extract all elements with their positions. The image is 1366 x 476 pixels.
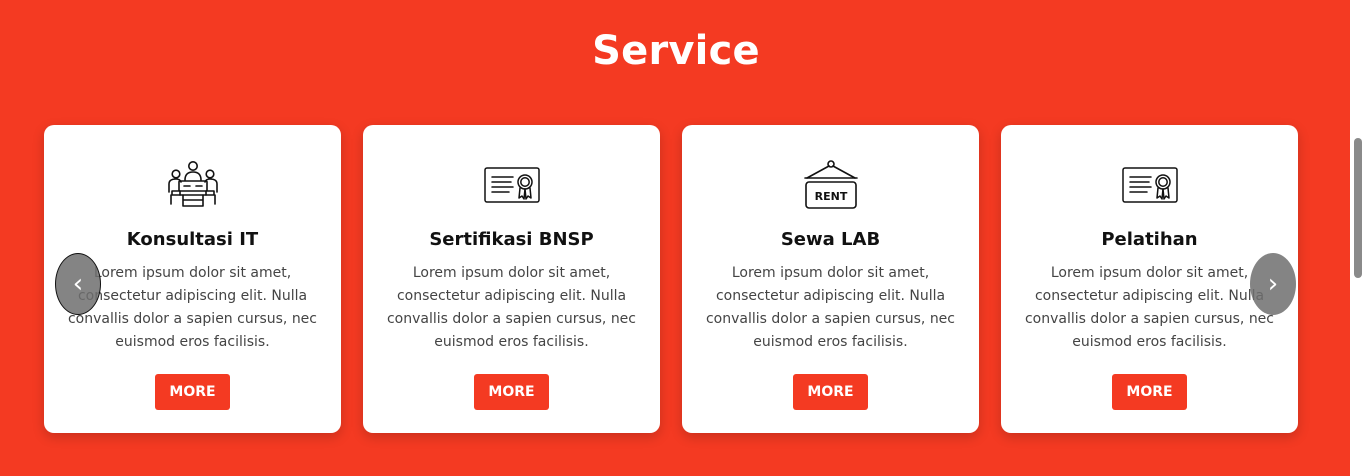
card-title: Sertifikasi BNSP — [429, 229, 594, 250]
certificate-icon — [363, 159, 660, 211]
chevron-left-icon: ‹ — [72, 269, 84, 299]
carousel-prev-button[interactable]: ‹ — [55, 253, 101, 315]
more-button-sewa-lab[interactable]: MORE — [793, 374, 868, 410]
more-button-konsultasi-it[interactable]: MORE — [155, 374, 230, 410]
card-description: Lorem ipsum dolor sit amet, consectetur … — [705, 265, 955, 350]
card-description: Lorem ipsum dolor sit amet, consectetur … — [67, 265, 317, 350]
chevron-right-icon: › — [1267, 269, 1279, 299]
card-title: Konsultasi IT — [126, 229, 259, 250]
page-scrollbar[interactable] — [1350, 0, 1366, 476]
meeting-table-icon — [44, 159, 341, 211]
more-button-pelatihan[interactable]: MORE — [1112, 374, 1187, 410]
card-description: Lorem ipsum dolor sit amet, consectetur … — [386, 265, 636, 350]
svg-text:RENT: RENT — [814, 190, 847, 203]
carousel-next-button[interactable]: › — [1250, 253, 1296, 315]
card-description: Lorem ipsum dolor sit amet, consectetur … — [1024, 265, 1274, 350]
more-button-sertifikasi-bnsp[interactable]: MORE — [474, 374, 549, 410]
card-title: Pelatihan — [1101, 229, 1198, 250]
card-title: Sewa LAB — [780, 229, 881, 250]
rent-sign-icon: RENT — [682, 159, 979, 211]
certificate-icon — [1001, 159, 1298, 211]
section-title: Service — [592, 28, 760, 74]
scrollbar-thumb[interactable] — [1354, 138, 1362, 278]
service-card-sewa-lab: RENT Sewa LAB Lorem ipsum dolor sit amet… — [682, 125, 979, 433]
service-card-pelatihan: Pelatihan Lorem ipsum dolor sit amet, co… — [1001, 125, 1298, 433]
service-card-sertifikasi-bnsp: Sertifikasi BNSP Lorem ipsum dolor sit a… — [363, 125, 660, 433]
